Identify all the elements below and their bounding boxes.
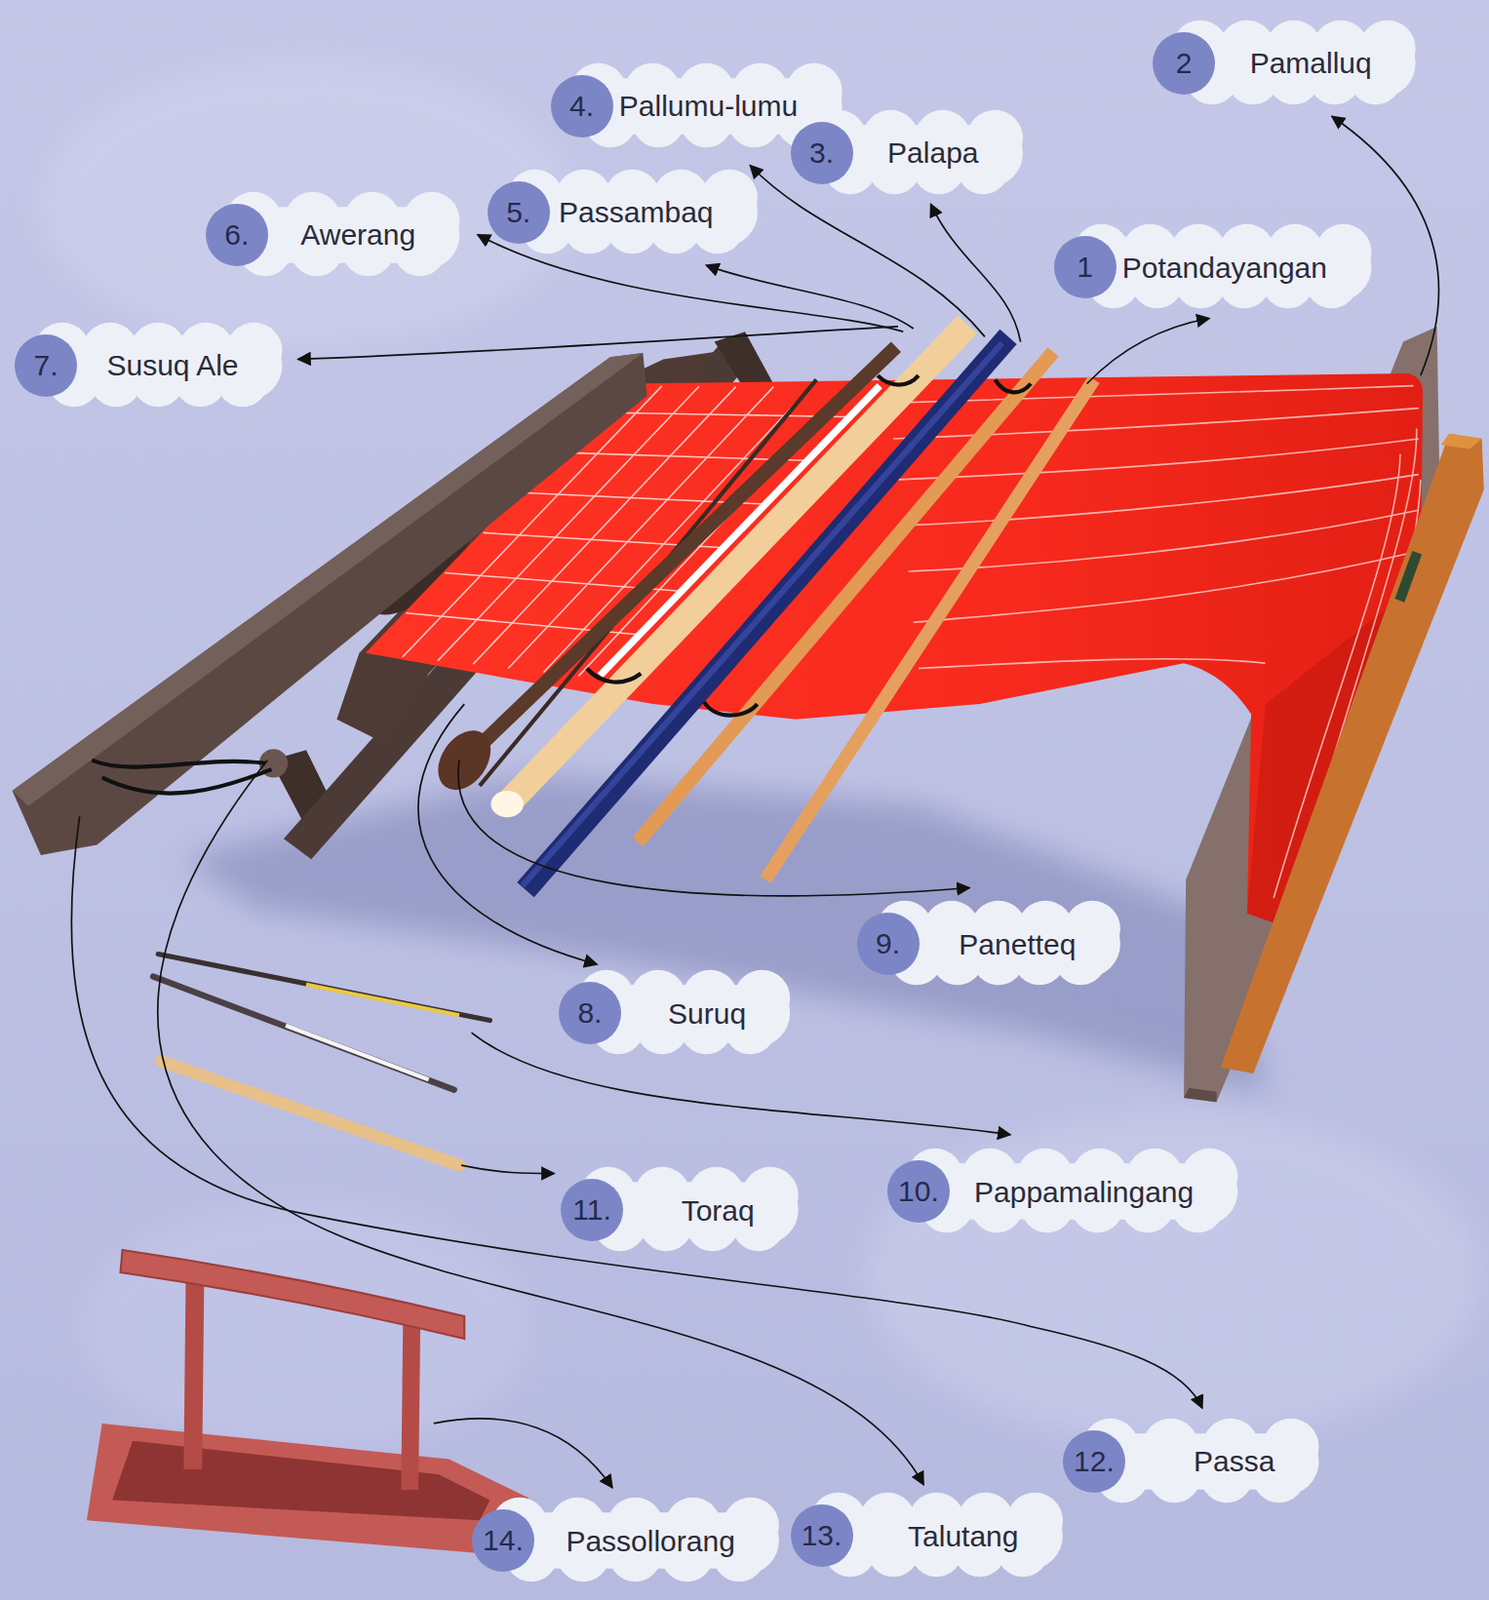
callout-number: 12. bbox=[1062, 1430, 1126, 1493]
front-plank bbox=[1220, 433, 1485, 1074]
label-cloud: 8. Suruq bbox=[558, 966, 790, 1060]
part-name: Passambaq bbox=[558, 195, 713, 229]
tool-stick bbox=[160, 1060, 460, 1166]
sword-stick bbox=[459, 347, 897, 766]
leader-line bbox=[705, 265, 913, 329]
part-name: Pamalluq bbox=[1250, 46, 1372, 79]
white-rod bbox=[599, 386, 880, 676]
cloud-bump bbox=[1148, 1449, 1202, 1503]
strap-string bbox=[91, 760, 272, 794]
tool-stick bbox=[157, 954, 490, 1021]
part-name: Palapa bbox=[887, 136, 979, 169]
leader-line bbox=[418, 704, 597, 965]
label-cloud: 7. Susuq Ale bbox=[14, 318, 282, 413]
background-patch bbox=[81, 1204, 532, 1450]
leader-line bbox=[461, 1165, 554, 1174]
plank-peg bbox=[1394, 550, 1422, 603]
part-name: Susuq Ale bbox=[106, 349, 238, 382]
label-cloud: 14. Passollorang bbox=[471, 1493, 780, 1588]
callout-number: 7. bbox=[14, 334, 78, 397]
callout-number: 5. bbox=[487, 181, 550, 244]
stool-base bbox=[86, 1423, 529, 1557]
part-name: Passa bbox=[1193, 1445, 1275, 1478]
label-cloud: 5.Passambaq bbox=[487, 165, 758, 260]
leader-line bbox=[433, 1418, 613, 1489]
callout-number: 2 bbox=[1152, 32, 1215, 95]
callout-number: 13. bbox=[790, 1504, 854, 1568]
callout-number: 8. bbox=[558, 981, 622, 1045]
background-patch bbox=[40, 61, 572, 348]
label-cloud: 12. Passa bbox=[1062, 1414, 1320, 1509]
leader-line bbox=[298, 326, 899, 359]
part-name: Awerang bbox=[300, 218, 416, 251]
back-board-edge bbox=[1183, 1088, 1216, 1103]
label-cloud: 13. Talutang bbox=[790, 1489, 1063, 1583]
stool-leg bbox=[400, 1311, 421, 1490]
leader-line bbox=[931, 203, 1021, 342]
part-name: Pallumu-lumu bbox=[619, 89, 798, 122]
part-name: Potandayangan bbox=[1122, 251, 1328, 284]
part-name: Suruq bbox=[667, 997, 746, 1030]
tool-stick-band bbox=[285, 1025, 430, 1080]
front-plank-top bbox=[1441, 433, 1483, 450]
part-name: Pappamalingang bbox=[974, 1175, 1194, 1209]
tie-string bbox=[587, 375, 1031, 716]
part-name: Panetteq bbox=[958, 928, 1076, 961]
label-cloud: 10. Pappamalingang bbox=[887, 1144, 1238, 1239]
callout-number: 9. bbox=[857, 912, 920, 976]
rod-end bbox=[490, 790, 523, 818]
front-beam bbox=[12, 352, 648, 856]
label-cloud: 2 Pamalluq bbox=[1152, 16, 1416, 111]
leader-line bbox=[1087, 318, 1211, 385]
leader-line bbox=[157, 760, 924, 1486]
stick-knob bbox=[427, 720, 502, 800]
callout-number: 11. bbox=[560, 1178, 624, 1242]
callout-number: 4. bbox=[550, 75, 614, 138]
background-patch bbox=[867, 1112, 1481, 1440]
tool-stick-band bbox=[306, 984, 460, 1016]
callout-number: 1 bbox=[1054, 235, 1117, 299]
label-cloud: 1Potandayangan bbox=[1054, 220, 1372, 314]
label-cloud: 3. Palapa bbox=[790, 106, 1023, 200]
leader-line bbox=[71, 816, 1203, 1409]
label-cloud: 11. Toraq bbox=[560, 1163, 799, 1257]
callout-number: 10. bbox=[887, 1160, 950, 1223]
stool-top bbox=[119, 1250, 465, 1339]
leader-line bbox=[458, 760, 970, 897]
callout-number: 3. bbox=[790, 121, 854, 185]
part-name: Toraq bbox=[681, 1194, 755, 1227]
part-name: Talutang bbox=[907, 1520, 1019, 1553]
callout-number: 14. bbox=[471, 1509, 535, 1572]
stool-leg bbox=[183, 1280, 204, 1470]
label-cloud: 9. Panetteq bbox=[857, 897, 1121, 991]
loom-shadow bbox=[183, 775, 1265, 1092]
callout-number: 6. bbox=[205, 203, 269, 267]
front-beam-top bbox=[12, 352, 644, 807]
stool-base-inner bbox=[112, 1441, 490, 1522]
part-name: Passollorang bbox=[565, 1525, 735, 1558]
label-cloud: 6. Awerang bbox=[205, 188, 460, 282]
